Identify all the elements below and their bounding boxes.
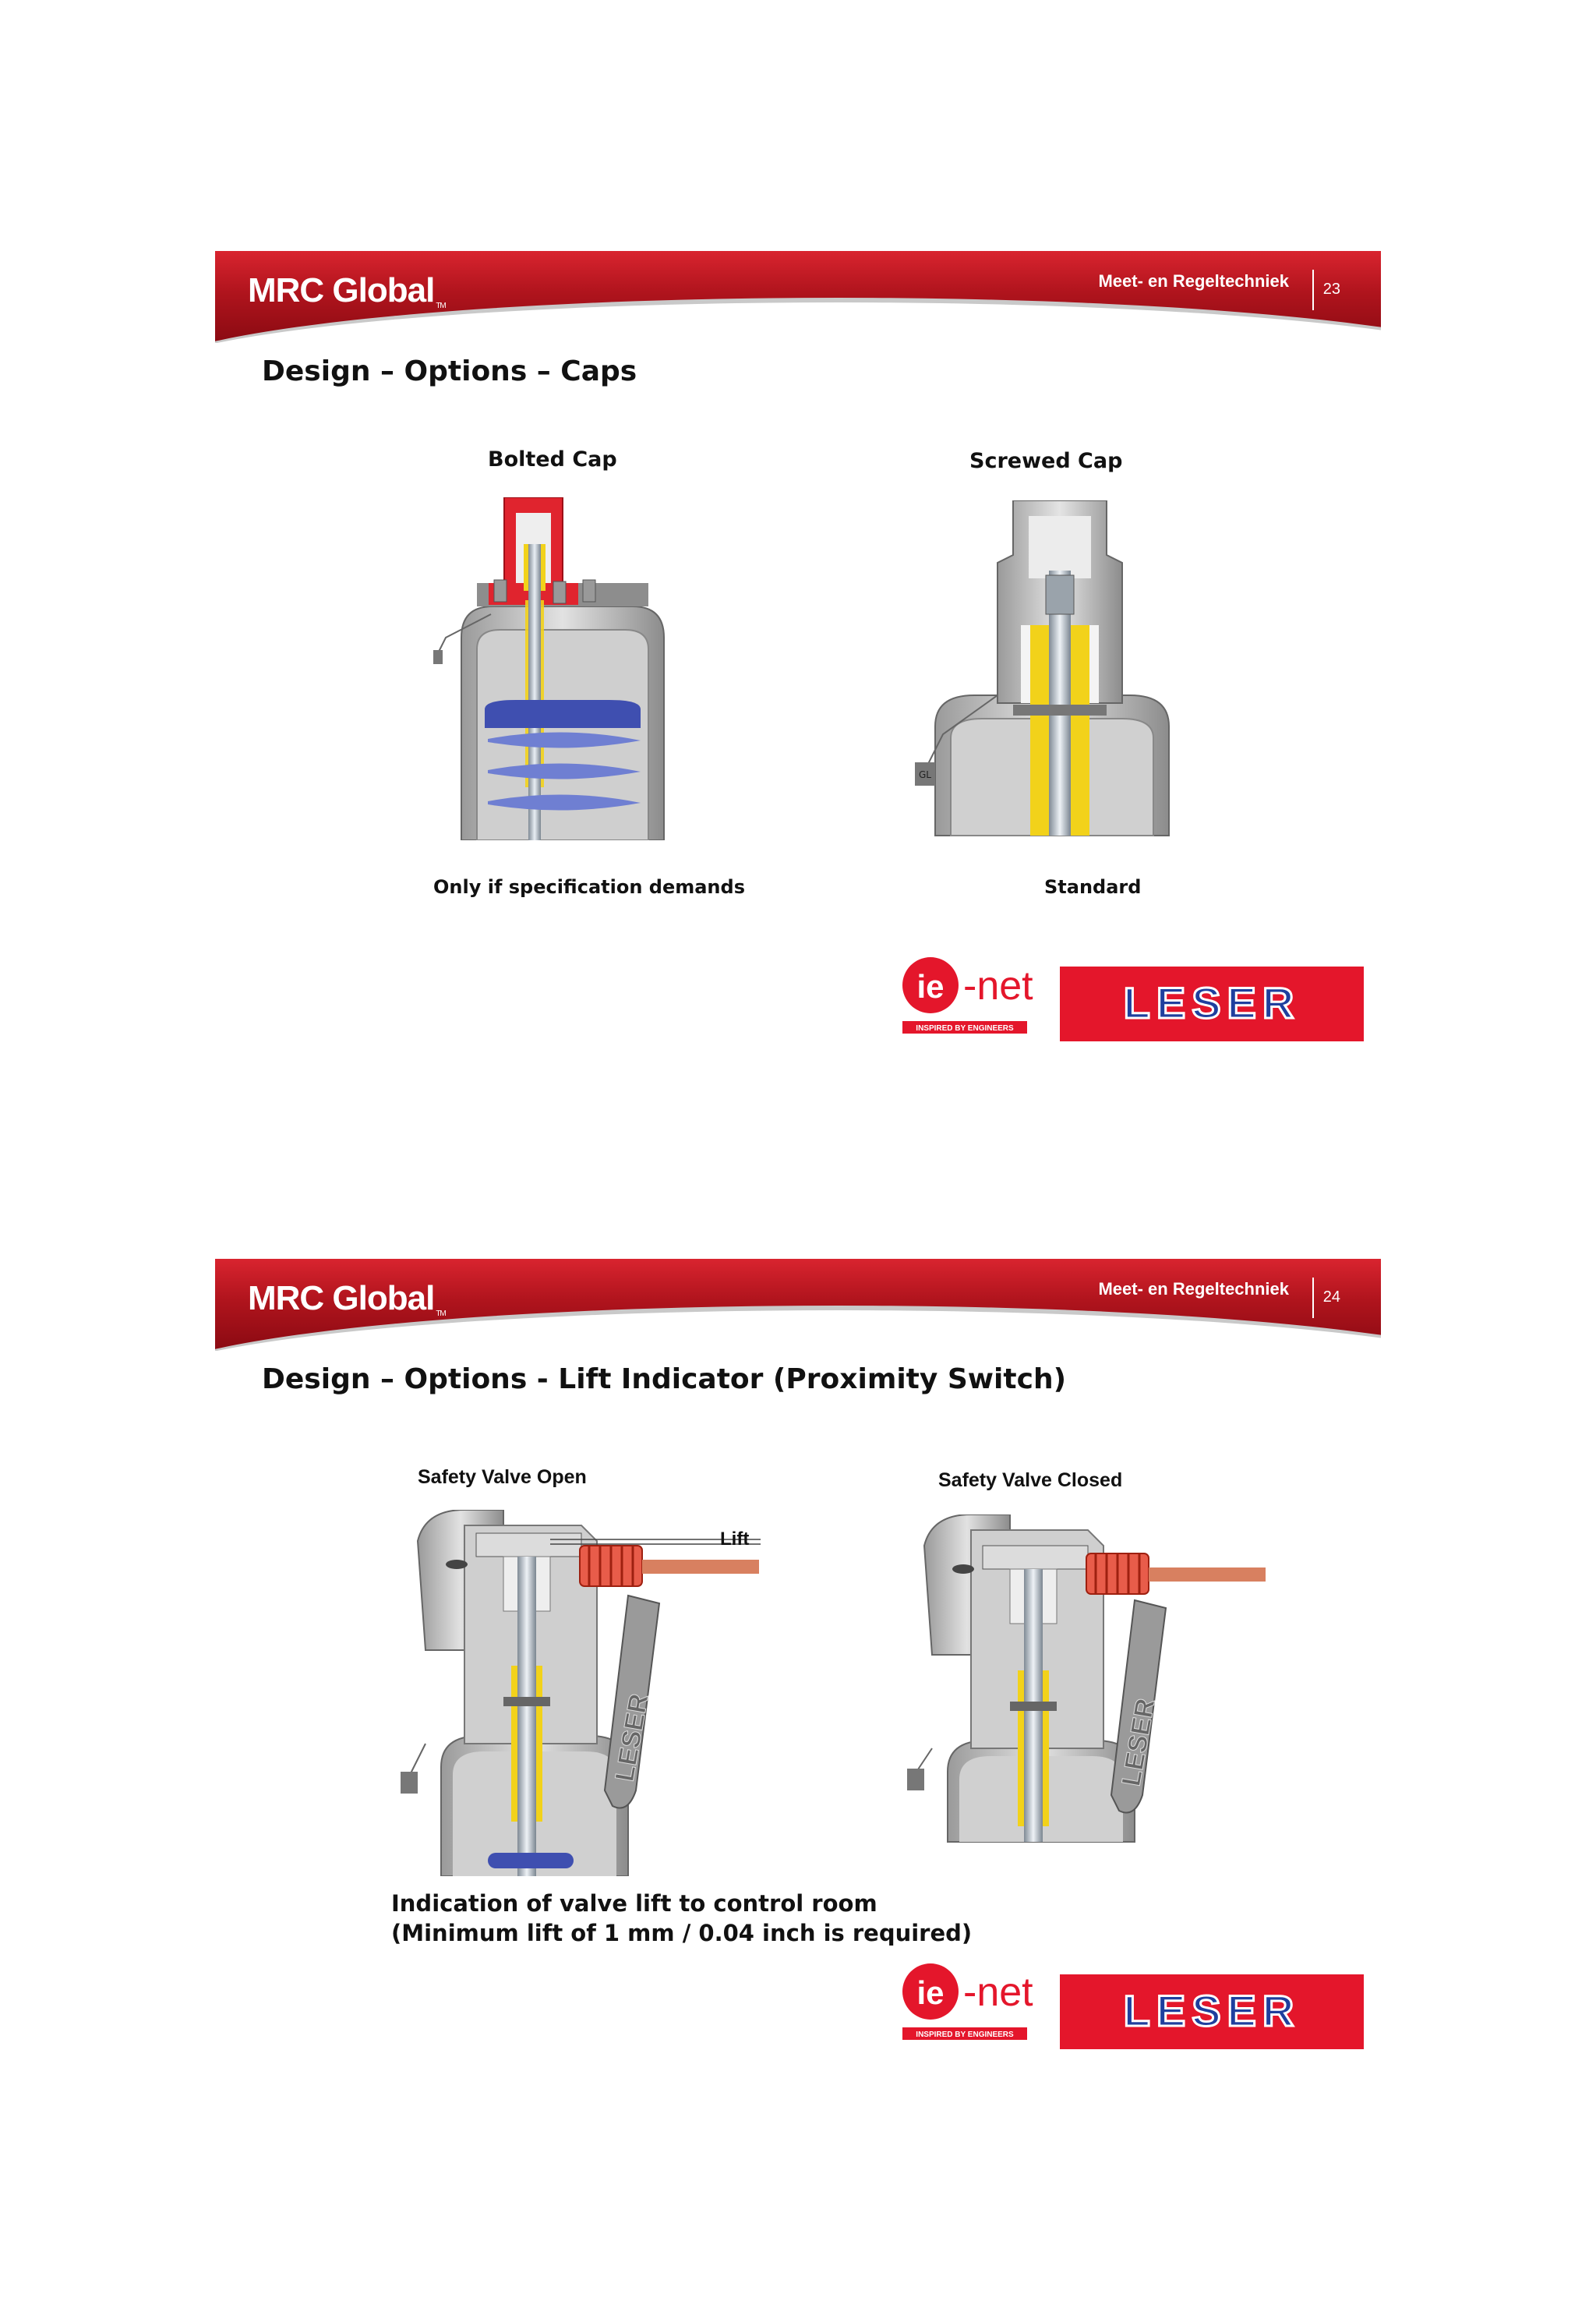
panel-heading-safety-valve-closed: Safety Valve Closed	[938, 1469, 1123, 1491]
leser-logo: LESER	[1060, 1974, 1364, 2049]
header-subtitle: Meet- en Regeltechniek	[1098, 1279, 1289, 1299]
slide-title: Design – Options – Caps	[262, 355, 637, 387]
panel-heading-safety-valve-open: Safety Valve Open	[418, 1466, 587, 1488]
svg-text:ie: ie	[916, 1974, 944, 2011]
lift-annotation: Lift	[720, 1529, 750, 1550]
panel-heading-screwed-cap: Screwed Cap	[969, 449, 1123, 473]
ie-net-wordmark: -net	[963, 963, 1033, 1009]
caption-standard: Standard	[1044, 876, 1142, 898]
header-subtitle: Meet- en Regeltechniek	[1098, 271, 1289, 291]
svg-text:LESER: LESER	[1124, 1986, 1301, 2035]
ie-net-logo: ie -net INSPIRED BY ENGINEERS	[902, 1963, 1033, 2040]
bolted-cap-illustration	[433, 497, 665, 840]
header-divider	[1312, 270, 1314, 310]
ie-net-tagline: INSPIRED BY ENGINEERS	[916, 2030, 1014, 2039]
valve-closed-illustration: LESER	[907, 1514, 1266, 1843]
panel-heading-bolted-cap: Bolted Cap	[488, 447, 617, 472]
ie-net-logo: ie -net INSPIRED BY ENGINEERS	[902, 957, 1033, 1034]
svg-text:ie: ie	[916, 968, 944, 1005]
screwed-cap-illustration: GL	[915, 500, 1170, 836]
ie-net-wordmark: -net	[963, 1970, 1033, 2015]
caption-only-if-specification: Only if specification demands	[433, 876, 745, 898]
header-divider	[1312, 1278, 1314, 1318]
svg-text:LESER: LESER	[1124, 978, 1301, 1027]
page-number: 23	[1322, 281, 1340, 298]
caption-indication-line1: Indication of valve lift to control room	[391, 1890, 877, 1917]
gl-stamp: GL	[919, 769, 931, 780]
ie-net-tagline: INSPIRED BY ENGINEERS	[916, 1024, 1014, 1033]
page-number: 24	[1322, 1288, 1340, 1306]
valve-open-illustration: LESER	[401, 1510, 761, 1876]
leser-logo: LESER	[1060, 967, 1364, 1041]
caption-indication-line2: (Minimum lift of 1 mm / 0.04 inch is req…	[391, 1920, 973, 1946]
slide-title: Design – Options - Lift Indicator (Proxi…	[262, 1363, 1067, 1395]
